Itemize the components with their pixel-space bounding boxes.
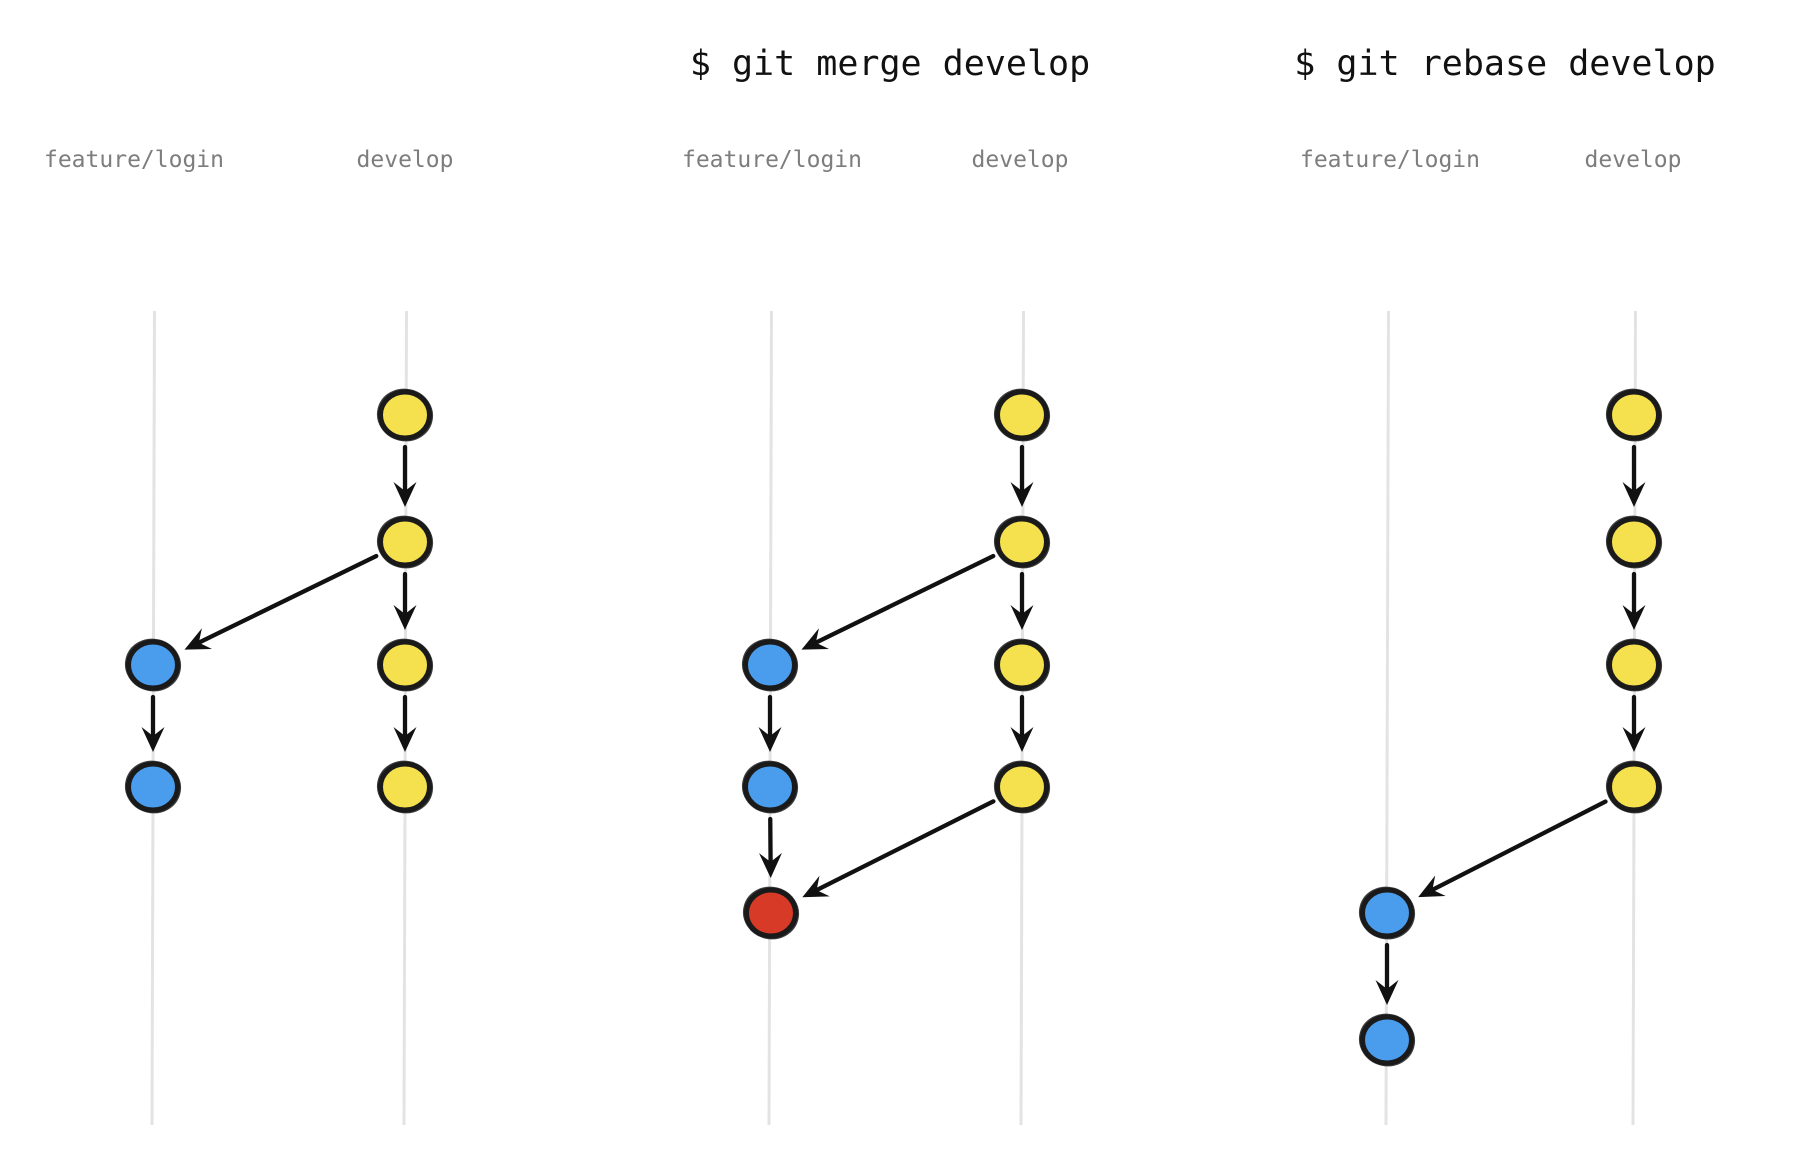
commit-arrow-shaft xyxy=(807,799,996,896)
commit-arrowhead xyxy=(1375,980,1399,1005)
commit-arrowhead xyxy=(1418,875,1446,898)
commit-arrowhead xyxy=(802,875,830,898)
commit-arrowhead xyxy=(1010,605,1034,630)
commit-node-sketch-outline xyxy=(741,760,799,814)
commit-node-blue xyxy=(743,639,797,691)
commit-arrowhead xyxy=(393,727,417,752)
commit-node-yellow xyxy=(378,639,432,691)
commit-node-sketch-outline xyxy=(1358,886,1416,940)
commit-node-yellow xyxy=(1607,639,1661,691)
branch-label-develop: develop xyxy=(1584,147,1682,173)
commit-arrow-shaft xyxy=(189,553,379,649)
commit-arrowhead xyxy=(141,727,165,752)
branch-label-feature-login: feature/login xyxy=(43,147,225,173)
commit-node-yellow xyxy=(995,639,1049,691)
commit-arrowhead xyxy=(393,482,417,507)
branch-label-feature-login: feature/login xyxy=(681,147,863,173)
branch-label-develop: develop xyxy=(356,147,454,173)
commit-node-sketch-outline xyxy=(993,515,1051,569)
commit-arrowhead xyxy=(1622,727,1646,752)
commit-node-blue xyxy=(126,639,180,691)
commit-node-sketch-outline xyxy=(376,515,434,569)
commit-node-red xyxy=(744,887,798,939)
commit-node-sketch-outline xyxy=(376,638,434,692)
commit-node-sketch-outline xyxy=(993,388,1051,442)
commit-node-sketch-outline xyxy=(1358,1013,1416,1067)
commit-node-sketch-outline xyxy=(1605,638,1663,692)
commit-node-yellow xyxy=(378,761,432,813)
commit-arrow-shaft xyxy=(806,553,996,649)
commit-node-yellow xyxy=(1607,516,1661,568)
branch-label-feature-login: feature/login xyxy=(1299,147,1481,173)
commit-arrowhead xyxy=(1010,482,1034,507)
commit-arrowhead xyxy=(759,852,782,878)
commit-node-sketch-outline xyxy=(376,388,434,442)
commit-arrowhead xyxy=(393,605,417,630)
commit-node-sketch-outline xyxy=(742,886,800,940)
commit-node-yellow xyxy=(1607,761,1661,813)
commit-node-yellow xyxy=(378,389,432,441)
commit-node-blue xyxy=(743,761,797,813)
commit-node-sketch-outline xyxy=(1605,760,1663,814)
commit-node-sketch-outline xyxy=(1605,388,1663,442)
merge-command-title: $ git merge develop xyxy=(689,44,1091,84)
commit-arrowhead xyxy=(1010,727,1034,752)
panel-base xyxy=(124,293,434,1137)
commit-node-sketch-outline xyxy=(124,760,182,814)
commit-arrowhead xyxy=(758,727,782,752)
commit-node-blue xyxy=(1360,887,1414,939)
commit-node-yellow xyxy=(378,516,432,568)
commit-node-blue xyxy=(1360,1014,1414,1066)
commit-arrow-shaft xyxy=(1423,799,1608,896)
commit-node-sketch-outline xyxy=(993,638,1051,692)
panel-rebase xyxy=(1358,293,1663,1137)
commit-arrowhead xyxy=(801,628,829,650)
commit-node-yellow xyxy=(995,761,1049,813)
rebase-command-title: $ git rebase develop xyxy=(1294,44,1716,84)
commit-arrowhead xyxy=(184,628,212,650)
commit-node-yellow xyxy=(995,389,1049,441)
commit-arrowhead xyxy=(1622,482,1646,507)
commit-arrowhead xyxy=(1622,605,1646,630)
commit-node-sketch-outline xyxy=(993,760,1051,814)
commit-node-yellow xyxy=(1607,389,1661,441)
commit-node-sketch-outline xyxy=(741,638,799,692)
commit-node-sketch-outline xyxy=(124,638,182,692)
panel-merge xyxy=(741,293,1051,1137)
commit-node-sketch-outline xyxy=(376,760,434,814)
commit-node-blue xyxy=(126,761,180,813)
commit-node-sketch-outline xyxy=(1605,515,1663,569)
branch-label-develop: develop xyxy=(971,147,1069,173)
commit-node-yellow xyxy=(995,516,1049,568)
